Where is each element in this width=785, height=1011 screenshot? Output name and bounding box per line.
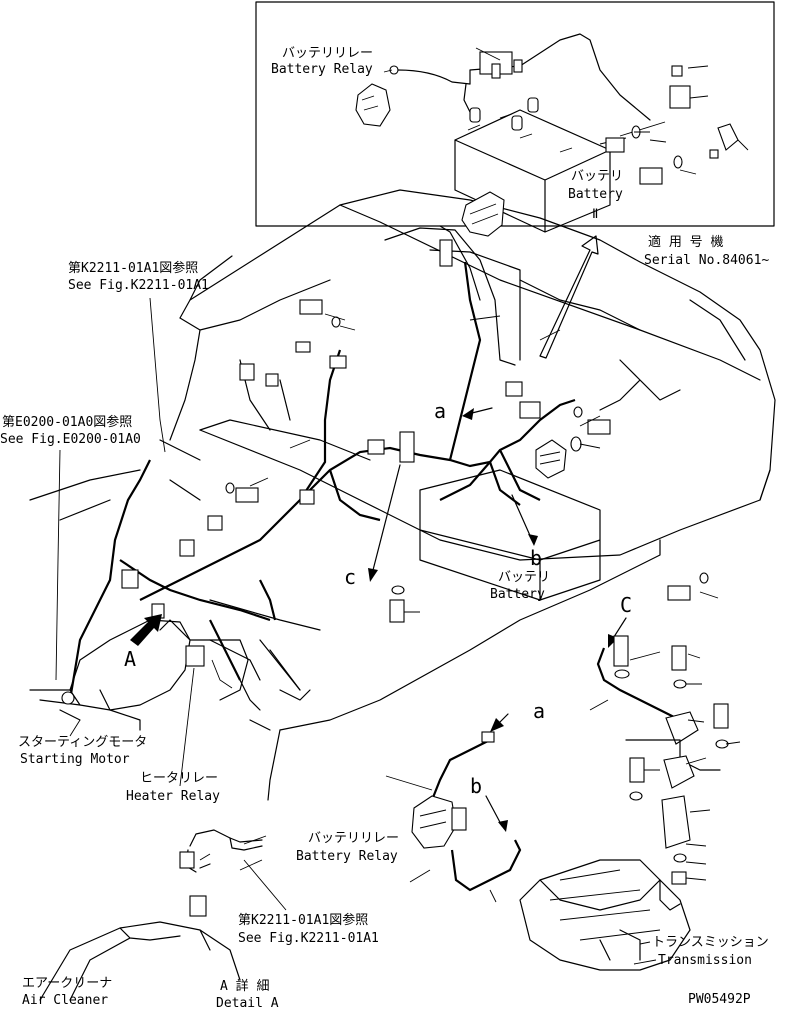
- detail-A-jp: A 詳 細: [220, 978, 269, 994]
- callout-a-main: a: [434, 399, 446, 423]
- battery-relay-detail: a b: [385, 699, 545, 903]
- bottom-battery-relay: [411, 795, 457, 849]
- callout-c-detail: C: [620, 593, 632, 617]
- inset-relay: [355, 83, 391, 127]
- main-battery-en: Battery: [490, 587, 545, 602]
- inset-relay-en-label: Battery Relay: [271, 62, 373, 77]
- callout-b-detail: b: [470, 774, 482, 798]
- air-cleaner-en: Air Cleaner: [22, 993, 108, 1008]
- heater-relay-jp: ヒータリレー: [140, 771, 218, 786]
- starting-motor-en: Starting Motor: [20, 752, 130, 767]
- wiring-harness: [68, 191, 719, 701]
- heater-relay-en: Heater Relay: [126, 789, 220, 804]
- callout-c-main: c: [344, 565, 356, 589]
- inset-battery-en-label: Battery: [568, 187, 623, 202]
- transmission-jp: トランスミッション: [652, 935, 769, 950]
- inset-battery-jp-label: バッテリ: [571, 169, 623, 184]
- detail-A-en: Detail A: [216, 996, 279, 1011]
- view-arrow-A: [130, 614, 162, 646]
- callout-a-detail: a: [533, 699, 545, 723]
- air-cleaner: [39, 921, 241, 1001]
- ref-k2211-top-en: See Fig.K2211-01A1: [68, 278, 209, 293]
- ref-k2211-top-jp: 第K2211-01A1図参照: [68, 260, 198, 276]
- ground-cable-detail: C: [519, 593, 741, 971]
- ref-k2211-bot-jp: 第K2211-01A1図参照: [238, 912, 368, 928]
- inset-relay-jp-label: バッテリリレー: [282, 46, 373, 61]
- serial-en-label: Serial No.84061~: [644, 253, 769, 268]
- ref-e0200-jp: 第E0200-01A0図参照: [2, 414, 132, 430]
- bottom-battery-relay-en: Battery Relay: [296, 849, 398, 864]
- part-code: PW05492P: [688, 992, 751, 1007]
- main-battery-jp: バッテリ: [498, 570, 550, 585]
- main-battery-relay: [535, 439, 567, 479]
- heater-relay: [185, 645, 205, 667]
- engine-detail: A: [29, 614, 311, 731]
- air-cleaner-jp: エアークリーナ: [22, 976, 112, 991]
- ref-k2211-bot-en: See Fig.K2211-01A1: [238, 931, 379, 946]
- view-A-main: A: [124, 647, 136, 671]
- transmission-en: Transmission: [658, 953, 752, 968]
- bottom-battery-relay-jp: バッテリリレー: [308, 831, 399, 846]
- inset-frame: [255, 1, 775, 227]
- inset-battery-marker: Ⅱ: [592, 207, 598, 222]
- starting-motor-jp: スターティングモータ: [18, 735, 147, 750]
- serial-jp-label: 適 用 号 機: [648, 234, 723, 250]
- callout-b-main: b: [530, 546, 542, 570]
- inset-battery-box: [454, 109, 611, 233]
- ref-e0200-en: See Fig.E0200-01A0: [0, 432, 141, 447]
- rear-light: [461, 191, 505, 237]
- transmission: [519, 859, 691, 971]
- serial-arrow: [539, 235, 599, 359]
- callout-arrows: a b c: [344, 399, 542, 589]
- air-cleaner-detail: [39, 829, 287, 1001]
- inset-battery-relay-serial: バッテリリレー Battery Relay バッテリ Battery Ⅱ: [255, 1, 775, 233]
